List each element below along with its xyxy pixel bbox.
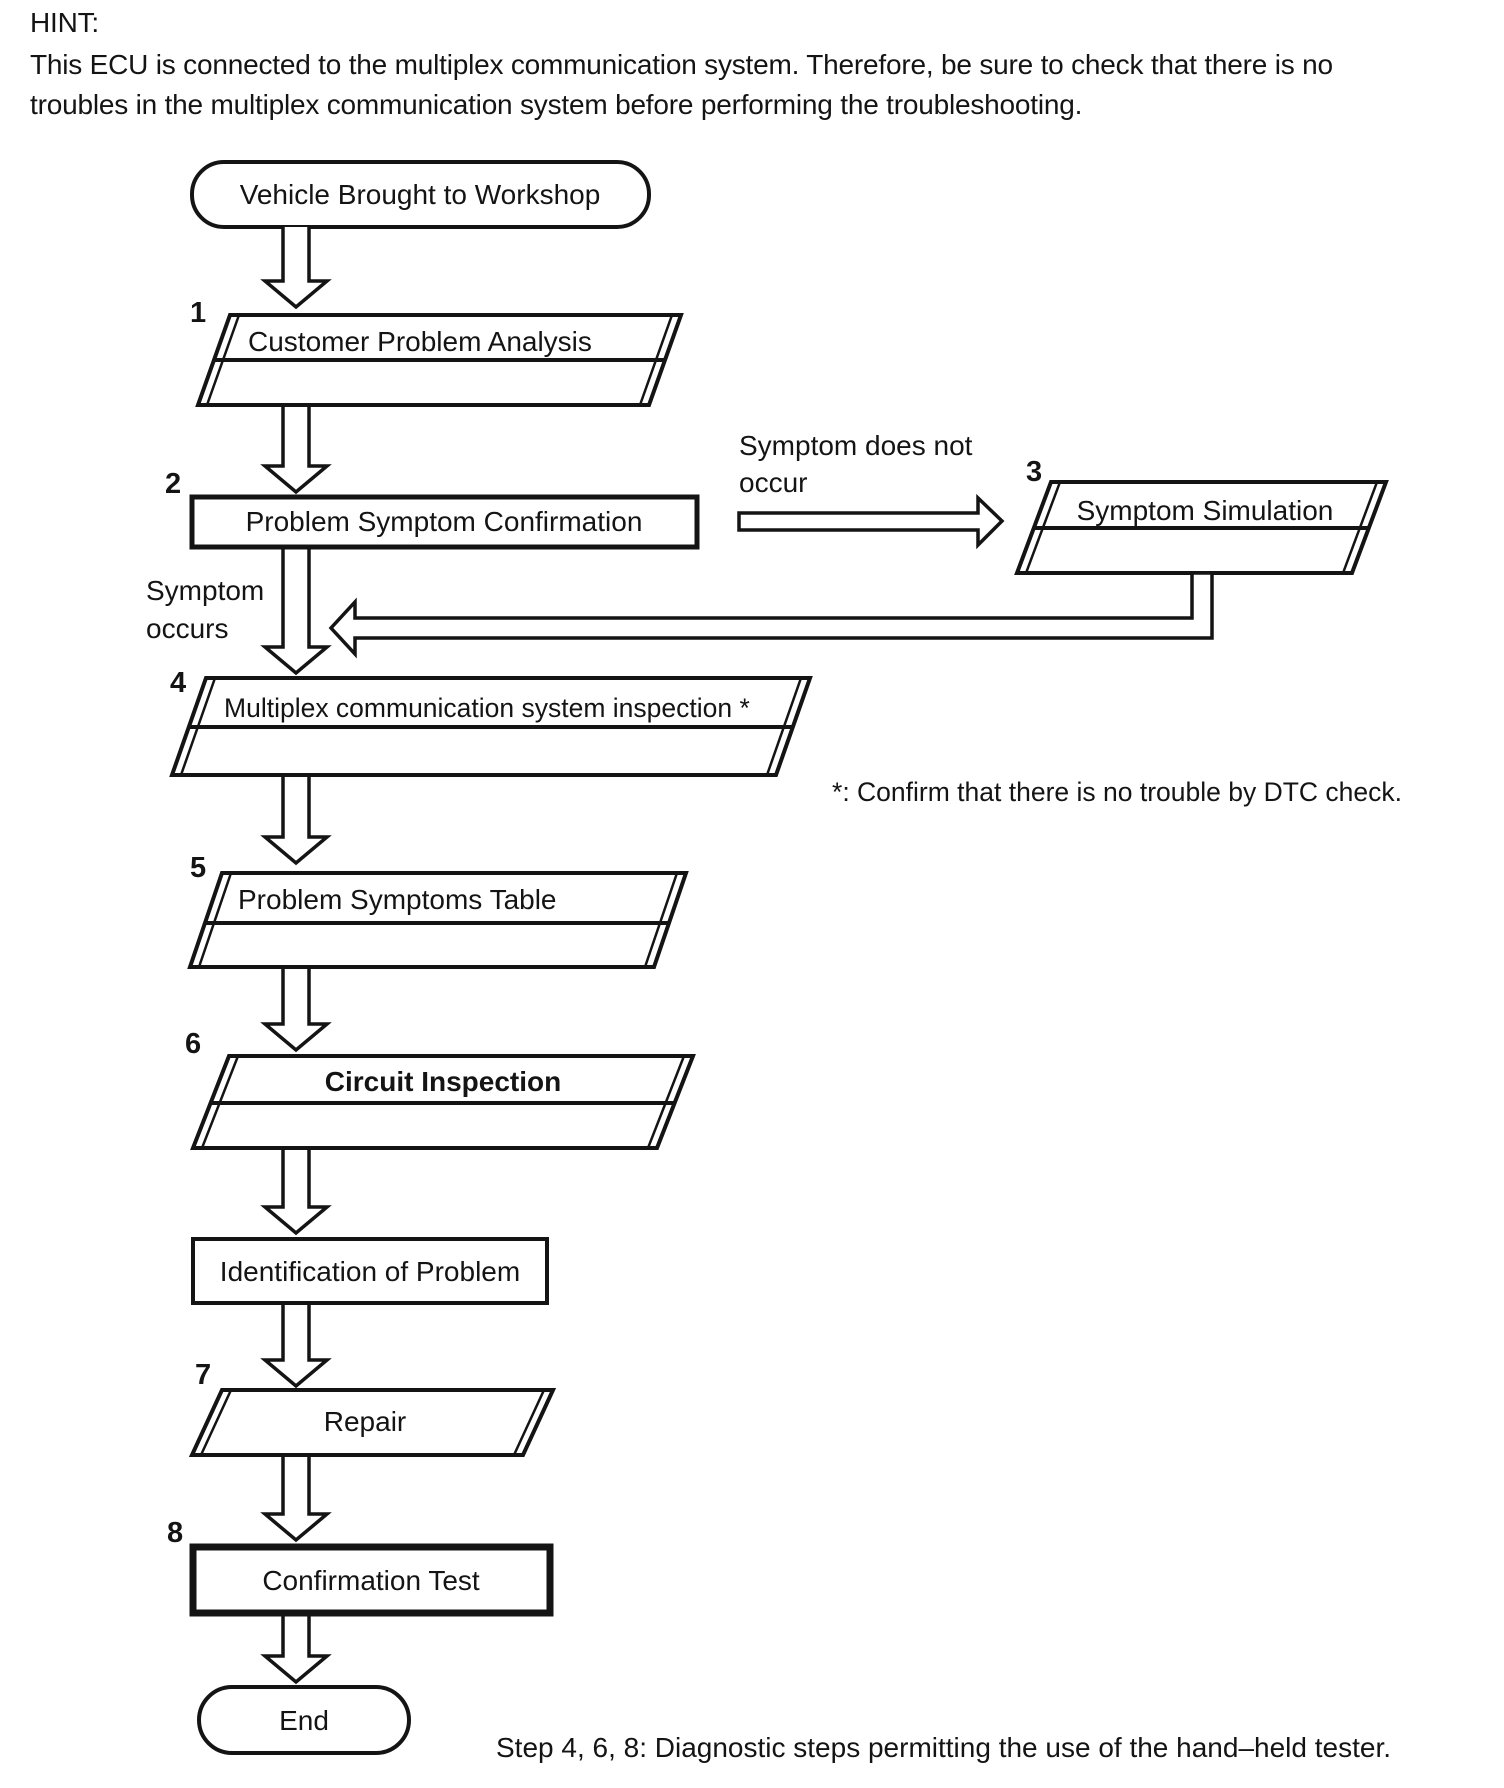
step4-number: 4 <box>170 667 186 699</box>
step2-rect <box>189 494 700 550</box>
step7-number: 7 <box>195 1359 211 1391</box>
flow-arrow-icon-2 <box>260 405 332 495</box>
flow-arrow-icon-4 <box>260 775 332 866</box>
step8-node: 8 Confirmation Test <box>167 1517 554 1617</box>
step5-inner-line-left <box>197 872 233 968</box>
branch-yes-line-1: Symptom <box>146 575 264 606</box>
hint-label: HINT: <box>30 7 99 38</box>
step1-node: 1 Customer Problem Analysis <box>190 297 684 407</box>
step6-label: Circuit Inspection <box>325 1066 561 1097</box>
step7-inner-line-right <box>512 1389 546 1456</box>
hint-line-1: This ECU is connected to the multiplex c… <box>30 49 1333 80</box>
end-terminator-label: End <box>279 1705 329 1736</box>
dtc-footnote: *: Confirm that there is no trouble by D… <box>832 777 1402 807</box>
step2-number: 2 <box>165 468 181 500</box>
step4-label: Multiplex communication system inspectio… <box>224 693 750 723</box>
step5-parallelogram <box>187 871 689 969</box>
start-terminator-shape <box>190 160 651 229</box>
identification-node: Identification of Problem <box>191 1237 549 1305</box>
return-arrow-icon <box>328 571 1214 659</box>
step2-label: Problem Symptom Confirmation <box>246 506 643 537</box>
flow-arrow-icon-9 <box>260 1613 332 1685</box>
step8-number: 8 <box>167 1517 183 1549</box>
step6-number: 6 <box>185 1028 201 1060</box>
step7-inner-line-left <box>199 1389 233 1456</box>
step5-node: 5 Problem Symptoms Table <box>187 852 689 969</box>
step6-node: 6 Circuit Inspection <box>185 1028 696 1150</box>
branch-right-arrow-icon <box>737 493 1005 550</box>
step5-label: Problem Symptoms Table <box>238 884 557 915</box>
step3-label: Symptom Simulation <box>1077 495 1334 526</box>
start-terminator: Vehicle Brought to Workshop <box>190 160 651 229</box>
start-terminator-label: Vehicle Brought to Workshop <box>240 179 601 210</box>
end-terminator: End <box>197 1685 411 1755</box>
flow-arrow-icon-3 <box>260 547 332 676</box>
flow-arrow-icon-5 <box>260 967 332 1053</box>
step7-parallelogram <box>188 1388 557 1457</box>
flow-arrow-icon-7 <box>260 1303 332 1389</box>
branch-no-line-1: Symptom does not <box>739 430 973 461</box>
step7-node: 7 Repair <box>188 1359 557 1457</box>
branch-yes-line-2: occurs <box>146 613 228 644</box>
step8-rect <box>189 1543 554 1617</box>
identification-rect <box>191 1237 549 1305</box>
bottom-note: Step 4, 6, 8: Diagnostic steps permittin… <box>496 1732 1391 1763</box>
flow-arrow-icon-6 <box>260 1148 332 1236</box>
step5-number: 5 <box>190 852 206 884</box>
end-terminator-shape <box>197 1685 411 1755</box>
step7-label: Repair <box>324 1406 406 1437</box>
flow-arrow-icon-1 <box>260 227 332 310</box>
step3-number: 3 <box>1026 456 1042 488</box>
step1-label: Customer Problem Analysis <box>248 326 592 357</box>
step8-label: Confirmation Test <box>262 1565 480 1596</box>
hint-line-2: troubles in the multiplex communication … <box>30 89 1082 120</box>
branch-no-label: Symptom does not occur <box>739 430 973 498</box>
branch-yes-label: Symptom occurs <box>146 575 264 644</box>
step2-node: 2 Problem Symptom Confirmation <box>165 468 700 550</box>
step3-node: 3 Symptom Simulation <box>1014 456 1389 575</box>
branch-no-line-2: occur <box>739 467 807 498</box>
step4-node: 4 Multiplex communication system inspect… <box>169 667 813 777</box>
identification-label: Identification of Problem <box>220 1256 520 1287</box>
flow-arrow-icon-8 <box>260 1455 332 1543</box>
step5-inner-line-right <box>643 872 679 968</box>
step1-number: 1 <box>190 297 206 329</box>
